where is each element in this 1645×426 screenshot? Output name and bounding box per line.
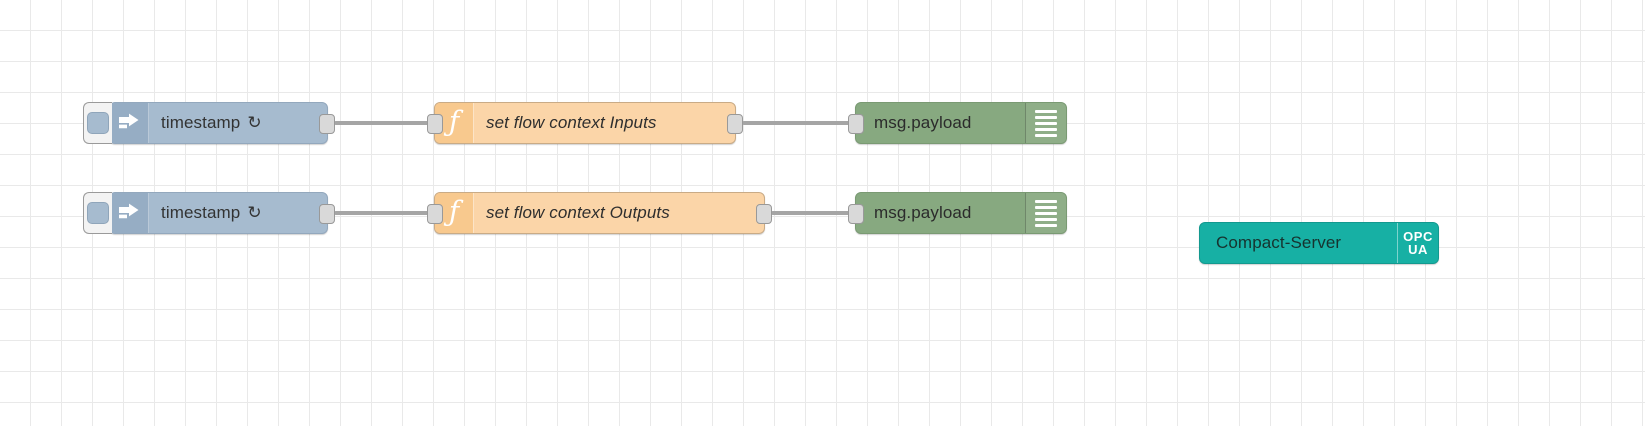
output-port[interactable] (727, 114, 743, 134)
repeat-icon: ↻ (247, 203, 262, 222)
arrow-right-icon (110, 193, 149, 233)
input-port[interactable] (427, 114, 443, 134)
output-port[interactable] (319, 204, 335, 224)
node-inject-inputs[interactable]: timestamp ↻ (83, 102, 335, 144)
node-label: timestamp ↻ (149, 103, 327, 143)
node-opcua-server[interactable]: Compact-Server OPC UA (1199, 222, 1439, 264)
node-debug-outputs[interactable]: msg.payload (848, 192, 1078, 234)
node-label: Compact-Server (1216, 233, 1342, 252)
inject-label-text: timestamp (161, 113, 241, 132)
input-port[interactable] (848, 114, 864, 134)
node-label: msg.payload (874, 113, 972, 132)
opcua-badge-top: OPC (1403, 228, 1433, 244)
inject-label-text: timestamp (161, 203, 241, 222)
opc-ua-icon: OPC UA (1397, 223, 1438, 263)
inject-trigger-button[interactable] (83, 192, 112, 234)
debug-toggle-button[interactable] (1025, 193, 1066, 233)
input-port[interactable] (848, 204, 864, 224)
function-glyph: ƒ (448, 195, 460, 228)
node-function-inputs[interactable]: ƒ set flow context Inputs (427, 102, 743, 144)
debug-toggle-button[interactable] (1025, 103, 1066, 143)
node-label: set flow context Inputs (486, 113, 657, 132)
node-label: timestamp ↻ (149, 193, 327, 233)
input-port[interactable] (427, 204, 443, 224)
node-inject-outputs[interactable]: timestamp ↻ (83, 192, 335, 234)
output-port[interactable] (319, 114, 335, 134)
arrow-right-icon (110, 103, 149, 143)
node-label: set flow context Outputs (486, 203, 670, 222)
debug-lines-icon (1035, 109, 1057, 137)
inject-button-square (87, 112, 109, 134)
inject-trigger-button[interactable] (83, 102, 112, 144)
output-port[interactable] (756, 204, 772, 224)
node-function-outputs[interactable]: ƒ set flow context Outputs (427, 192, 772, 234)
node-label: msg.payload (874, 203, 972, 222)
opcua-badge-bottom: UA (1408, 242, 1428, 257)
repeat-icon: ↻ (247, 113, 262, 132)
debug-lines-icon (1035, 199, 1057, 227)
node-debug-inputs[interactable]: msg.payload (848, 102, 1078, 144)
function-glyph: ƒ (448, 105, 460, 138)
inject-button-square (87, 202, 109, 224)
